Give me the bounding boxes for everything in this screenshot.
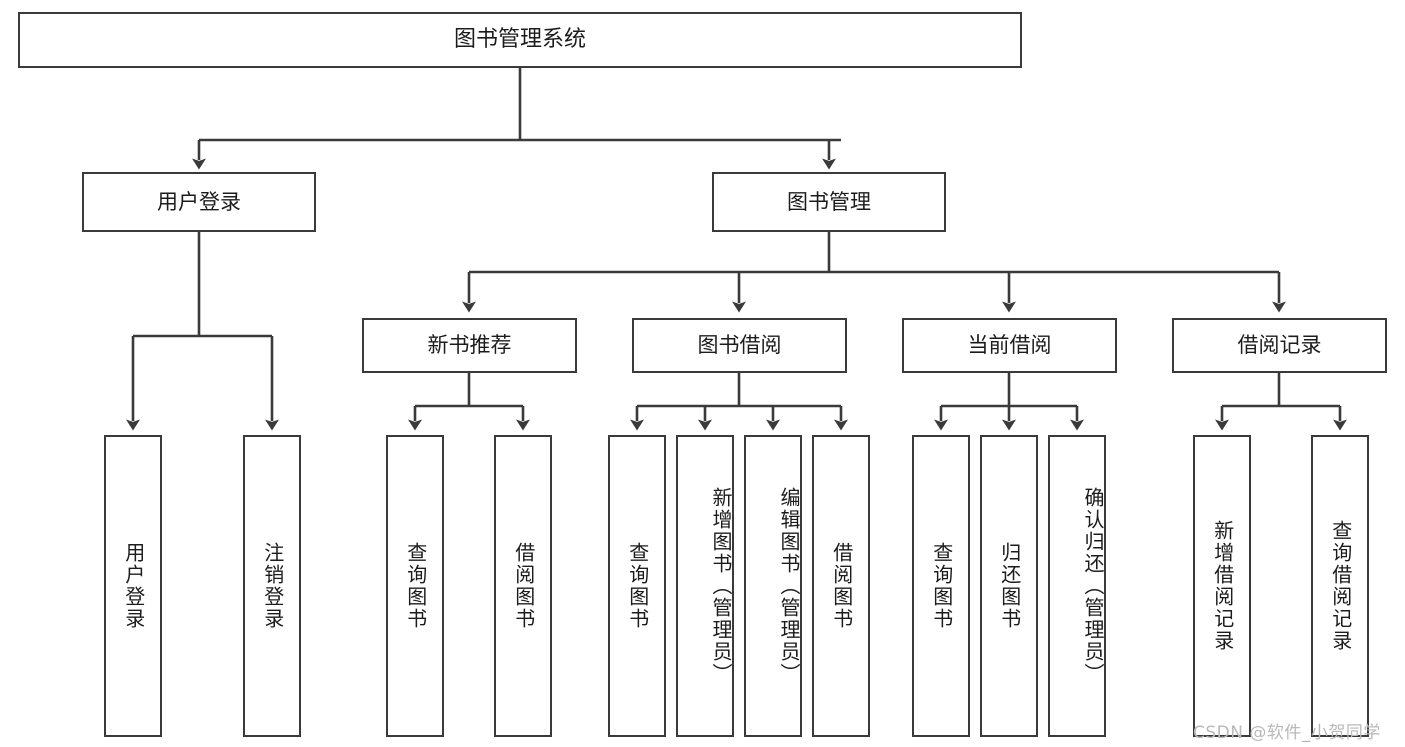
node-book-manage-label: 图书管理 <box>787 189 871 214</box>
leaf-new-book-borrow[interactable]: 借阅图书 <box>494 435 552 737</box>
leaf-current-query-label: 查询图书 <box>929 542 954 630</box>
leaf-current-confirm-return[interactable]: 确认归还（管理员） <box>1048 435 1106 737</box>
leaf-logout[interactable]: 注销登录 <box>243 435 301 737</box>
node-book-manage[interactable]: 图书管理 <box>712 172 946 232</box>
node-user-login-label: 用户登录 <box>157 189 241 214</box>
node-borrow-record[interactable]: 借阅记录 <box>1172 318 1387 373</box>
leaf-user-login-label: 用户登录 <box>121 542 146 630</box>
node-current-borrow[interactable]: 当前借阅 <box>902 318 1117 373</box>
leaf-borrow-edit[interactable]: 编辑图书（管理员） <box>744 435 802 737</box>
leaf-record-query-label: 查询借阅记录 <box>1328 520 1353 652</box>
leaf-user-login[interactable]: 用户登录 <box>104 435 162 737</box>
leaf-record-add[interactable]: 新增借阅记录 <box>1193 435 1251 737</box>
leaf-current-confirm-return-label: 确认归还（管理员） <box>1081 487 1105 685</box>
node-book-borrow[interactable]: 图书借阅 <box>632 318 847 373</box>
csdn-watermark-text: CSDN @软件_小贺同学 <box>1193 723 1381 743</box>
node-user-login[interactable]: 用户登录 <box>82 172 316 232</box>
node-new-book-label: 新书推荐 <box>427 333 512 358</box>
leaf-logout-label: 注销登录 <box>260 542 285 630</box>
leaf-new-book-borrow-label: 借阅图书 <box>511 542 536 630</box>
leaf-current-return[interactable]: 归还图书 <box>980 435 1038 737</box>
csdn-watermark: CSDN @软件_小贺同学 <box>1193 718 1381 743</box>
leaf-borrow-add-label: 新增图书（管理员） <box>709 487 733 685</box>
leaf-new-book-query-label: 查询图书 <box>403 542 428 630</box>
node-new-book[interactable]: 新书推荐 <box>362 318 577 373</box>
leaf-borrow-book-label: 借阅图书 <box>829 542 854 630</box>
node-borrow-record-label: 借阅记录 <box>1237 333 1322 358</box>
leaf-borrow-edit-label: 编辑图书（管理员） <box>777 487 801 685</box>
leaf-borrow-query[interactable]: 查询图书 <box>608 435 666 737</box>
leaf-borrow-query-label: 查询图书 <box>625 542 650 630</box>
node-root[interactable]: 图书管理系统 <box>18 12 1022 68</box>
node-current-borrow-label: 当前借阅 <box>967 333 1052 358</box>
node-root-label: 图书管理系统 <box>453 27 586 53</box>
leaf-borrow-add[interactable]: 新增图书（管理员） <box>676 435 734 737</box>
node-book-borrow-label: 图书借阅 <box>697 333 782 358</box>
leaf-record-query[interactable]: 查询借阅记录 <box>1311 435 1369 737</box>
leaf-current-query[interactable]: 查询图书 <box>912 435 970 737</box>
leaf-current-return-label: 归还图书 <box>997 542 1022 630</box>
leaf-record-add-label: 新增借阅记录 <box>1210 520 1235 652</box>
leaf-borrow-book[interactable]: 借阅图书 <box>812 435 870 737</box>
leaf-new-book-query[interactable]: 查询图书 <box>386 435 444 737</box>
